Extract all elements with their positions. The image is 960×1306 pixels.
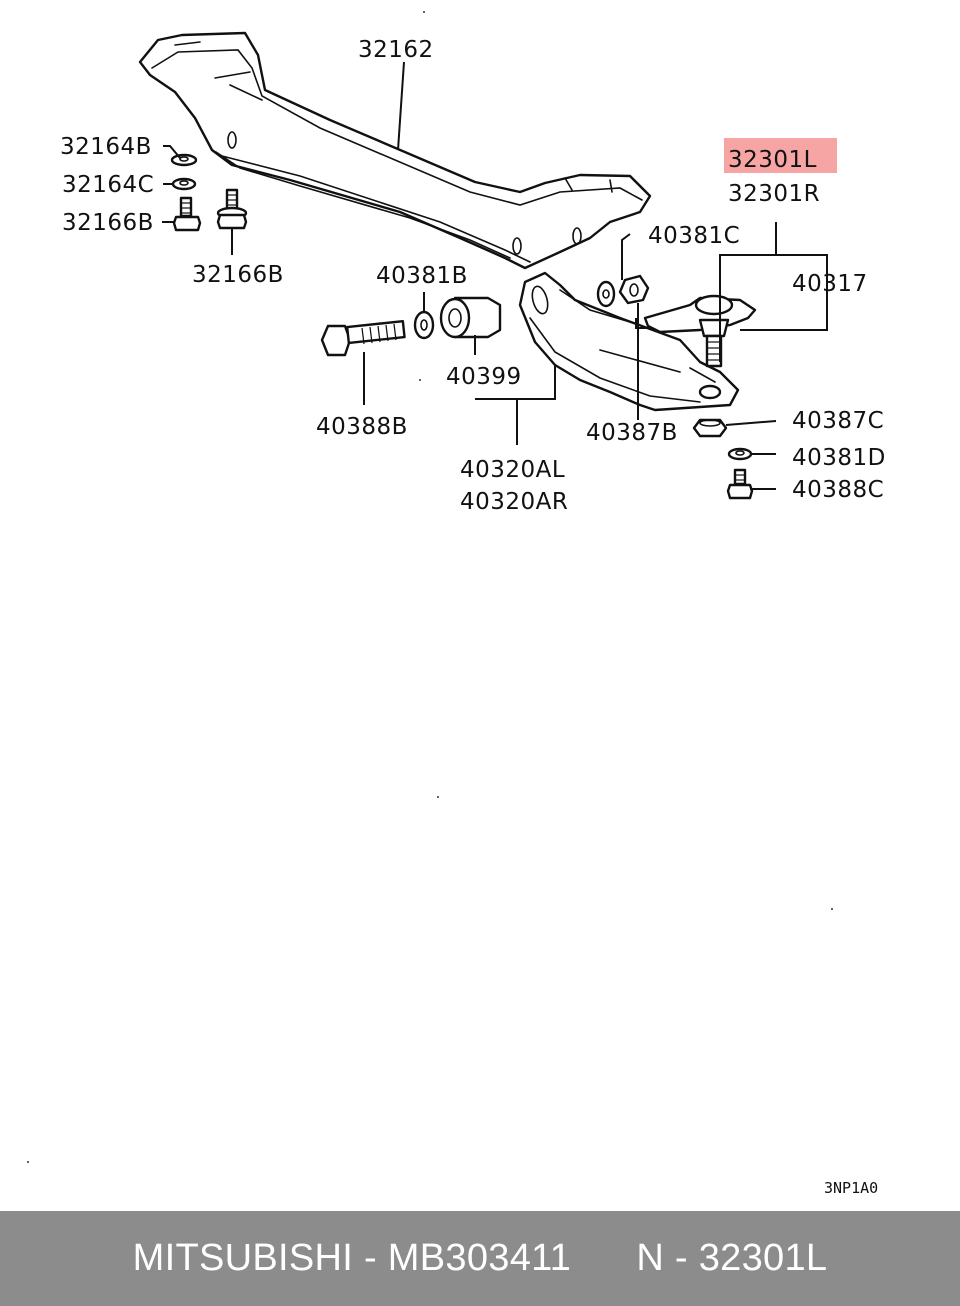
bushing-40399	[439, 296, 502, 339]
washer-40381B	[413, 310, 435, 340]
nut-40387C	[692, 418, 728, 438]
nut-40387B	[618, 274, 650, 305]
label-40381D: 40381D	[792, 445, 886, 471]
label-32164B: 32164B	[60, 134, 152, 160]
washer-32164C	[171, 177, 197, 191]
washer-32164B	[170, 153, 198, 167]
label-32162: 32162	[358, 37, 434, 63]
label-40320AR: 40320AR	[460, 489, 568, 515]
label-40388C: 40388C	[792, 477, 884, 503]
label-32301R: 32301R	[728, 181, 820, 207]
label-40388B: 40388B	[316, 414, 408, 440]
bolt-40388B	[320, 319, 406, 357]
label-40381C: 40381C	[648, 223, 740, 249]
footer-part-text: MITSUBISHI - MB303411 N - 32301L	[132, 1237, 828, 1279]
label-40399: 40399	[446, 364, 522, 390]
label-32301L: 32301L	[728, 147, 817, 173]
highlight-32301L	[724, 138, 837, 173]
label-40317: 40317	[792, 271, 868, 297]
washer-40381D	[727, 447, 753, 461]
label-32166B-bottom: 32166B	[192, 262, 284, 288]
leader-lines	[162, 61, 828, 490]
footer-bar: MITSUBISHI - MB303411 N - 32301L	[0, 1211, 960, 1306]
bolt-32166B-bottom	[216, 188, 248, 230]
figure-code: 3NP1A0	[824, 1179, 878, 1197]
label-40320AL: 40320AL	[460, 457, 565, 483]
label-40381B: 40381B	[376, 263, 468, 289]
bolt-32166B-left	[172, 196, 202, 232]
label-32164C: 32164C	[62, 172, 154, 198]
crossmember-32162	[138, 31, 652, 270]
label-40387B: 40387B	[586, 420, 678, 446]
washer-40381C	[596, 280, 616, 308]
parts-diagram: 32162 32164B 32164C 32166B 32166B 32301L…	[27, 11, 886, 1197]
bolt-40388C	[726, 468, 754, 500]
label-32166B-left: 32166B	[62, 210, 154, 236]
lower-arm-40320	[518, 271, 740, 412]
label-40387C: 40387C	[792, 408, 884, 434]
